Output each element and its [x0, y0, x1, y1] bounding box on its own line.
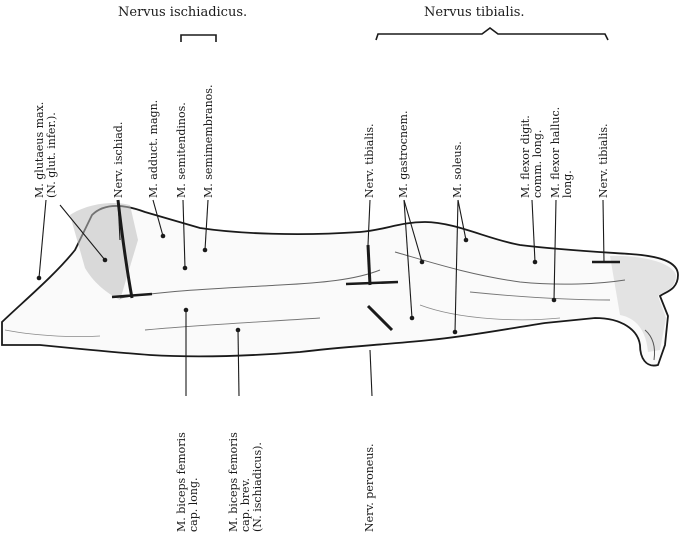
- bracket-tibialis: [376, 28, 608, 40]
- label-semitendinos: M. semitendinos.: [176, 102, 188, 198]
- label-flexor-digit: M. flexor digit. comm. long.: [520, 115, 544, 198]
- bracket-ischiadicus: [181, 35, 216, 42]
- label-gastrocnem: M. gastrocnem.: [398, 111, 410, 198]
- label-nerv-ischiad: Nerv. ischiad.: [113, 122, 125, 198]
- label-adduct-magn: M. adduct. magn.: [148, 100, 160, 198]
- label-nerv-tibialis-knee: Nerv. tibialis.: [364, 123, 376, 198]
- nerve-tibialis-vertical: [368, 245, 370, 285]
- label-glutaeus-max: M. glutaeus max. (N. glut. infer.).: [34, 102, 58, 198]
- label-soleus: M. soleus.: [452, 141, 464, 198]
- header-nervus-tibialis: Nervus tibialis.: [424, 5, 525, 20]
- label-biceps-cap-brev: M. biceps femoris cap. brev. (N. ischiad…: [228, 432, 264, 532]
- label-nerv-tibialis-ankle: Nerv. tibialis.: [598, 123, 610, 198]
- label-semimembranos: M. semimembranos.: [203, 85, 215, 198]
- header-nervus-ischiadicus: Nervus ischiadicus.: [118, 5, 247, 20]
- label-biceps-cap-long: M. biceps femoris cap. long.: [176, 432, 200, 532]
- label-flexor-halluc: M. flexor halluc. long.: [550, 107, 574, 198]
- label-nerv-peroneus: Nerv. peroneus.: [364, 443, 376, 532]
